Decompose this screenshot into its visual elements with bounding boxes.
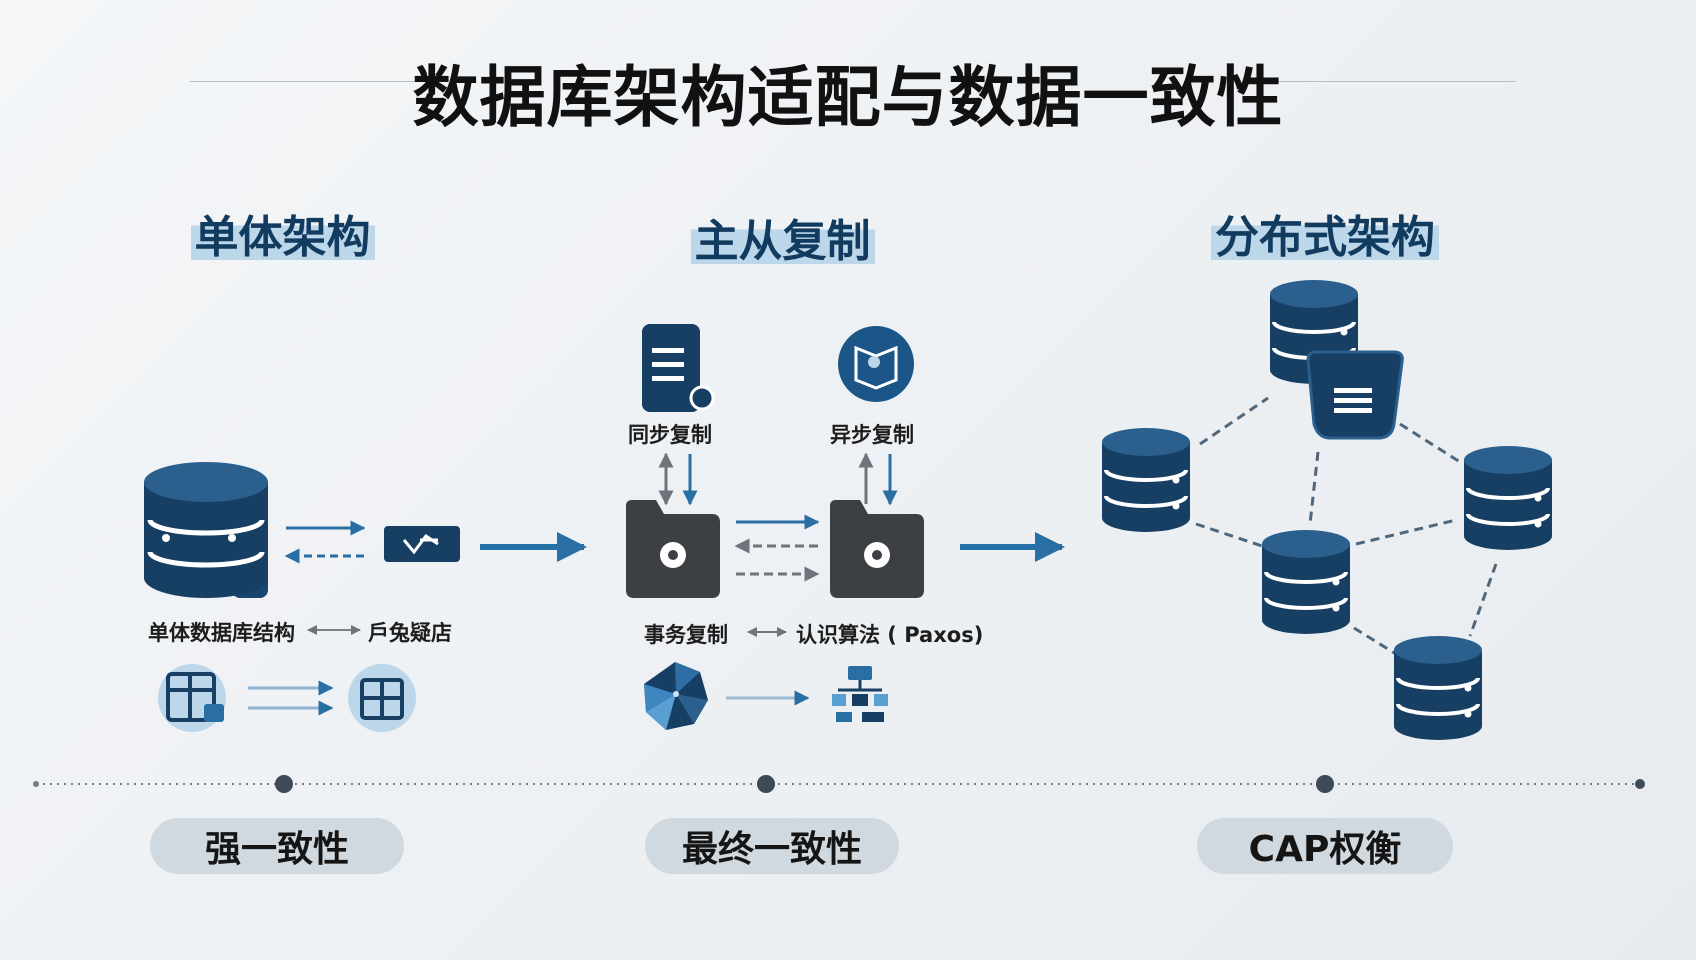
monolith-database-icon [144,462,268,598]
label-sync-replication: 同步复制 [628,423,712,447]
master-folder-server-icon [626,500,720,598]
label-async-replication: 异步复制 [830,423,914,447]
grid-icon [348,664,416,732]
heading-monolith: 单体架构 [140,212,425,263]
heading-master-slave: 主从复制 [640,216,925,267]
distributed-hub-icon [1306,350,1404,440]
slave-folder-server-icon [830,500,924,598]
distributed-database-4 [1260,528,1352,636]
network-sphere-icon [644,662,708,730]
title-line-right [1264,81,1516,82]
distributed-database-1 [1100,426,1192,534]
heading-distributed: 分布式架构 [1180,212,1470,263]
timeline-dot-end [1635,779,1645,789]
table-icon [158,664,226,732]
switch-icon [384,526,460,562]
pill-eventual-consistency: 最终一致性 [645,818,899,874]
timeline-dot-1 [275,775,293,793]
label-monolith-right: 戶兔疑店 [368,621,452,645]
distributed-database-3 [1462,444,1554,552]
timeline-dot-2 [757,775,775,793]
sync-database-icon [642,324,715,412]
pill-cap-tradeoff: CAP权衡 [1197,818,1453,874]
distributed-database-5 [1392,634,1484,742]
async-book-icon [838,326,914,402]
pill-strong-consistency: 强一致性 [150,818,404,874]
label-transaction-replication: 事务复制 [644,623,728,647]
timeline-dot-3 [1316,775,1334,793]
label-monolith-structure: 单体数据库结构 [148,621,295,645]
page-title: 数据库架构适配与数据一致性 [412,59,1284,136]
label-consensus-algorithm: 认识算法 ( Paxos) [796,623,984,647]
flowchart-icon [832,666,888,722]
title-line-left [190,81,416,82]
distributed-links [1195,396,1498,656]
